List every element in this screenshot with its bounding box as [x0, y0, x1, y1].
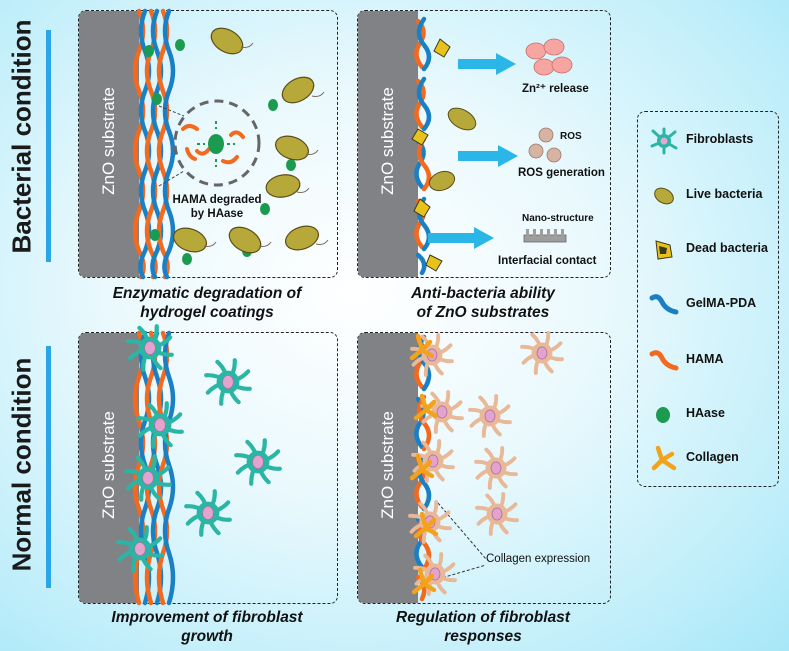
- haase-icon: [656, 407, 670, 423]
- hama-strand: [132, 8, 146, 280]
- panel-fibroblast-growth: ZnO substrate: [78, 330, 338, 606]
- live-bacteria-icon: [654, 187, 674, 205]
- legend-label: GelMA-PDA: [686, 296, 757, 310]
- thin-coating: [411, 16, 573, 276]
- bacterial-row-label: Bacterial condition: [6, 19, 37, 254]
- collagen-icon: [651, 445, 677, 471]
- panel-enzymatic-degradation: ZnO substrate: [78, 8, 338, 280]
- legend-item-fibroblasts: Fibroblasts: [650, 127, 778, 155]
- legend-item-live-bacteria: Live bacteria: [650, 183, 778, 209]
- zn-release-label: Zn²⁺ release: [522, 83, 589, 95]
- gelma-strand: [162, 8, 176, 280]
- legend-item-gelma-pda: GelMA-PDA: [649, 292, 778, 318]
- bacterial-row-bar: [46, 30, 51, 262]
- legend-label: Dead bacteria: [686, 241, 768, 255]
- hama-degraded-label: HAMA degraded by HAase: [172, 194, 262, 220]
- hama-icon: [649, 350, 679, 371]
- legend-label: Live bacteria: [686, 187, 763, 201]
- caption-fibroblast-growth: Improvement of fibroblast growth: [111, 609, 303, 645]
- legend-item-haase: HAase: [650, 402, 778, 428]
- coating-with-fibroblasts: [132, 330, 176, 606]
- zno-substrate: [79, 11, 139, 277]
- legend-label: HAase: [686, 406, 725, 420]
- dead-bacteria-icon: [655, 240, 673, 260]
- legend-item-collagen: Collagen: [650, 445, 778, 472]
- zno-substrate: [358, 11, 418, 277]
- hydrogel-coating: [132, 8, 296, 280]
- caption-enzymatic-degradation: Enzymatic degradation of hydrogel coatin…: [112, 285, 302, 321]
- panel-fibroblast-responses: ZnO substrate Collagen expression: [357, 332, 611, 604]
- hama-strand: [156, 8, 170, 280]
- caption-fibroblast-responses: Regulation of fibroblast responses: [396, 609, 570, 645]
- ros-label: ROS: [560, 131, 582, 142]
- legend-label: HAMA: [686, 352, 724, 366]
- normal-row-bar: [46, 346, 51, 588]
- legend-label: Fibroblasts: [686, 132, 754, 146]
- zno-substrate: [358, 333, 418, 603]
- legend: Fibroblasts Live bacteria Dead bacteria …: [637, 111, 779, 487]
- collagen-expression-label: Collagen expression: [486, 553, 591, 565]
- gelma-pda-icon: [649, 294, 679, 315]
- fibroblast-icon: [650, 127, 678, 155]
- degradation-zoom-circle: [173, 99, 261, 187]
- haase-enzyme: [208, 134, 224, 154]
- nano-structure-label: Nano-structure: [522, 213, 594, 224]
- legend-label: Collagen: [686, 450, 739, 464]
- ros-generation-label: ROS generation: [518, 167, 605, 179]
- panel-anti-bacteria: ZnO substrate: [357, 10, 611, 278]
- legend-item-dead-bacteria: Dead bacteria: [650, 237, 778, 263]
- interfacial-contact-label: Interfacial contact: [498, 255, 597, 267]
- caption-anti-bacteria: Anti-bacteria ability of ZnO substrates: [411, 285, 555, 321]
- legend-item-hama: HAMA: [649, 348, 778, 374]
- normal-row-label: Normal condition: [6, 357, 37, 572]
